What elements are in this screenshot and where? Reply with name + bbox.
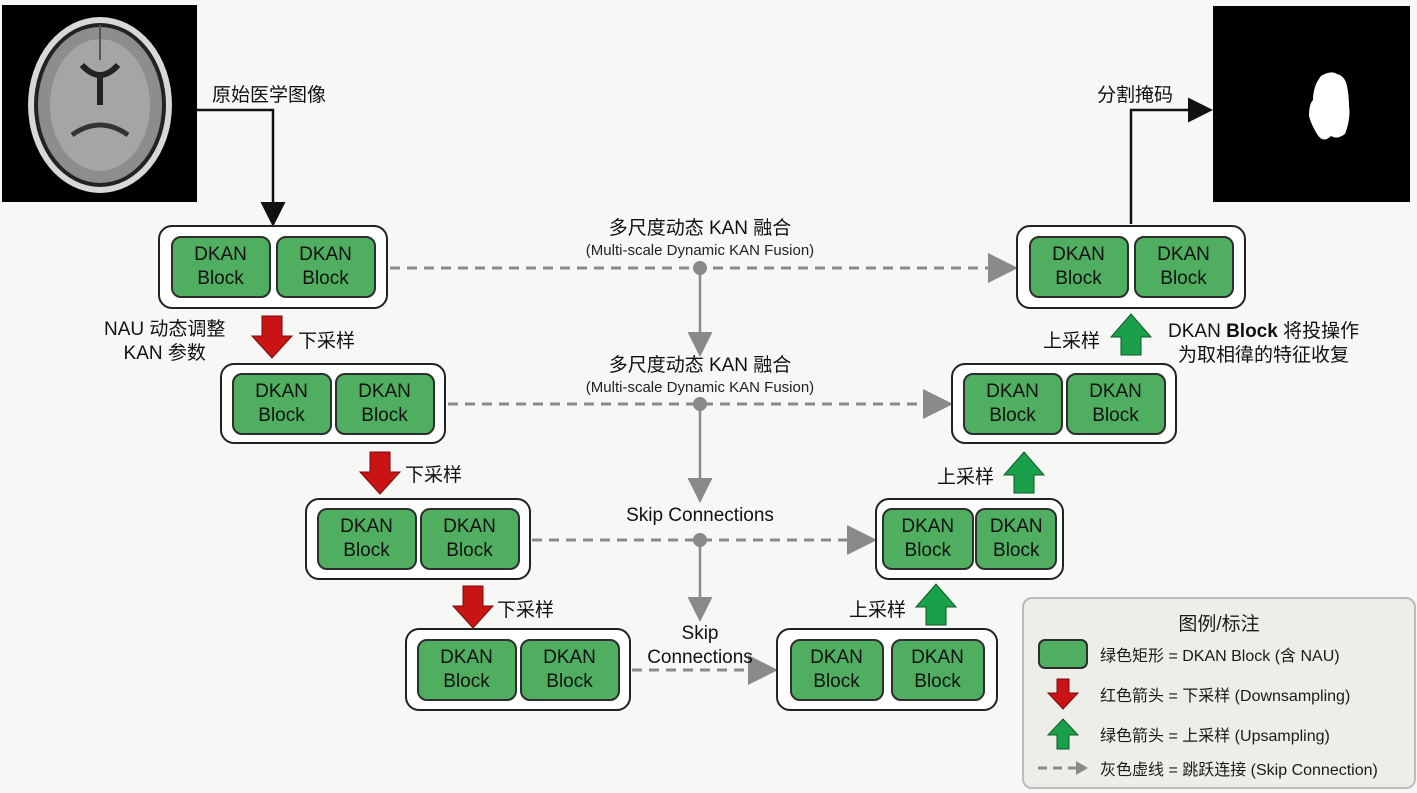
green-up-arrow-icon (1046, 718, 1080, 750)
legend-item: 红色箭头 = 下采样 (Downsampling) (1034, 677, 1350, 711)
down-arrow-icon (451, 585, 495, 629)
downsample-label: 下采样 (497, 600, 555, 621)
downsample-label: 下采样 (298, 331, 356, 352)
upsample-label: 上采样 (849, 600, 907, 621)
down-arrow-icon (250, 315, 294, 359)
upsample-label: 上采样 (1043, 331, 1101, 352)
skip-label-1: 多尺度动态 KAN 融合 (Multi-scale Dynamic KAN Fu… (585, 218, 815, 259)
legend-item: 绿色箭头 = 上采样 (Upsampling) (1034, 717, 1330, 751)
input-mri-image (2, 5, 197, 202)
segmentation-mask-icon (1309, 72, 1350, 140)
input-image-label: 原始医学图像 (212, 85, 327, 106)
upsample-label: 上采样 (937, 467, 995, 488)
skip-label-3: Skip Connections (626, 505, 774, 526)
input-arrow (197, 108, 286, 227)
up-arrow-icon (914, 583, 958, 626)
brain-mri-icon (28, 17, 172, 193)
legend-title: 图例/标注 (1178, 614, 1260, 635)
downsample-label: 下采样 (405, 465, 463, 486)
output-image-label: 分割掩码 (1097, 85, 1174, 106)
nau-note: NAU 动态调整 KAN 参数 (104, 319, 226, 364)
fusion-node-1 (693, 261, 707, 275)
up-arrow-icon (1002, 451, 1046, 494)
skip-label-4: Skip Connections (647, 623, 753, 668)
legend: 图例/标注 绿色矩形 = DKAN Block (含 NAU) 红色箭头 = 下… (1022, 597, 1416, 789)
output-arrow (1129, 97, 1213, 224)
green-rectangle-icon (1038, 639, 1088, 669)
skip-label-2: 多尺度动态 KAN 融合 (Multi-scale Dynamic KAN Fu… (585, 355, 815, 396)
fusion-node-3 (693, 533, 707, 547)
up-arrow-icon (1109, 313, 1153, 356)
red-down-arrow-icon (1046, 678, 1080, 710)
gray-dashed-arrow-icon (1038, 761, 1088, 775)
down-arrow-icon (358, 451, 402, 495)
legend-item: 灰色虚线 = 跳跃连接 (Skip Connection) (1034, 756, 1378, 780)
legend-item: 绿色矩形 = DKAN Block (含 NAU) (1034, 639, 1340, 669)
fusion-node-2 (693, 397, 707, 411)
output-mask-image (1213, 6, 1410, 202)
decoder-note: DKAN Block 将投操作 为取相徫的特征收复 (1168, 321, 1360, 366)
